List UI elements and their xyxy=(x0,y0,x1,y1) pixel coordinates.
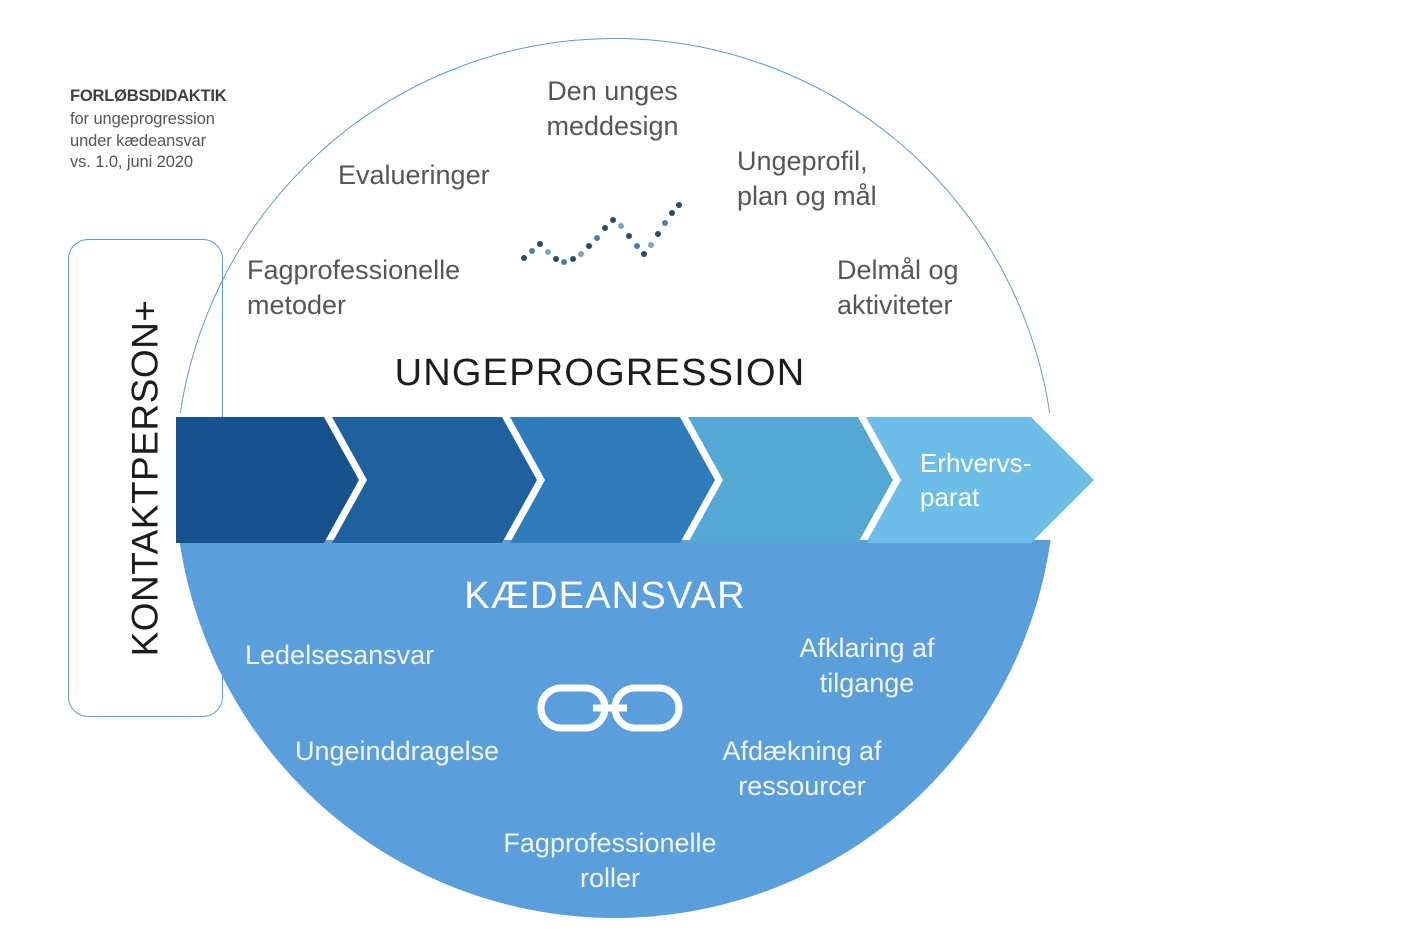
label-ledelsesansvar: Ledelsesansvar xyxy=(245,638,434,673)
caption-block: FORLØBSDIDAKTIK for ungeprogression unde… xyxy=(70,86,300,174)
label-afklaring-line1: Afklaring af xyxy=(799,633,935,663)
label-evalueringer-line1: Evalueringer xyxy=(338,160,490,190)
label-ungeprofil-plan-og-maal: Ungeprofil, plan og mål xyxy=(737,144,877,214)
label-fagprof-roller-line1: Fagprofessionelle xyxy=(503,828,717,858)
label-ungeinddragelse-line1: Ungeinddragelse xyxy=(295,736,500,766)
label-den-unges-meddesign-line1: Den unges xyxy=(547,76,678,106)
lower-heading: KÆDEANSVAR xyxy=(464,575,746,617)
caption-title: FORLØBSDIDAKTIK xyxy=(70,87,227,105)
label-fagprofessionelle-roller: Fagprofessionelle roller xyxy=(470,826,750,896)
caption-line-2: under kædeansvar xyxy=(70,131,206,150)
progress-step-5-label-line2: parat xyxy=(920,481,980,512)
progress-sparkline-icon xyxy=(520,196,695,276)
progress-step-3 xyxy=(510,417,715,543)
caption-line-1: for ungeprogression xyxy=(70,110,215,129)
chain-link-icon xyxy=(535,672,685,744)
label-fagprof-metoder-line2: metoder xyxy=(247,290,347,321)
progress-step-2 xyxy=(332,417,537,543)
caption-line-3: vs. 1.0, juni 2020 xyxy=(70,153,193,172)
label-afklaring-line2: tilgange xyxy=(819,668,915,699)
label-fagprof-metoder-line1: Fagprofessionelle xyxy=(247,255,461,285)
progress-step-1 xyxy=(176,417,359,543)
label-ungeprofil-line1: Ungeprofil, xyxy=(737,146,868,176)
label-evalueringer: Evalueringer xyxy=(338,158,490,193)
label-delmaal-og-aktiviteter: Delmål og aktiviteter xyxy=(837,253,959,323)
progress-step-4 xyxy=(688,417,893,543)
progress-step-5-label: Erhvervs- parat xyxy=(920,447,1031,515)
progress-step-5 xyxy=(866,417,1094,543)
label-delmaal-line1: Delmål og xyxy=(837,255,959,285)
label-afdaekning-line1: Afdækning af xyxy=(722,736,882,766)
label-fagprofessionelle-metoder: Fagprofessionelle metoder xyxy=(247,253,460,323)
label-ledelsesansvar-line1: Ledelsesansvar xyxy=(245,640,435,670)
label-ungeprofil-line2: plan og mål xyxy=(737,181,877,212)
label-delmaal-line2: aktiviteter xyxy=(837,290,953,321)
progress-step-5-label-line1: Erhvervs- xyxy=(920,448,1032,478)
label-den-unges-meddesign-line2: meddesign xyxy=(546,111,679,142)
label-fagprof-roller-line2: roller xyxy=(579,863,640,894)
upper-heading: UNGEPROGRESSION xyxy=(394,352,806,394)
label-den-unges-meddesign: Den unges meddesign xyxy=(470,74,755,144)
label-afdaekning-af-ressourcer: Afdækning af ressourcer xyxy=(697,734,907,804)
label-ungeinddragelse: Ungeinddragelse xyxy=(295,734,499,769)
progress-band xyxy=(176,417,1096,543)
label-afdaekning-line2: ressourcer xyxy=(738,771,866,802)
label-afklaring-af-tilgange: Afklaring af tilgange xyxy=(762,631,972,701)
